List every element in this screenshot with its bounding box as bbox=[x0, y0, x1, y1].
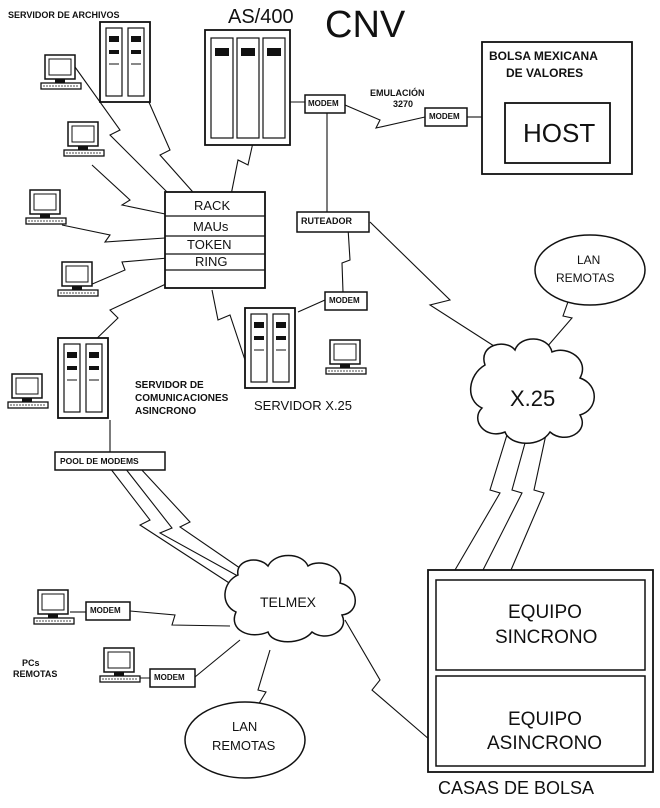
lan-top-label-2: REMOTAS bbox=[556, 271, 615, 285]
as400-icon bbox=[204, 29, 291, 146]
modem-pool-box bbox=[54, 451, 166, 471]
remote-pcs-label-1: PCs bbox=[22, 658, 40, 668]
async-label-2: ASINCRONO bbox=[487, 733, 603, 754]
file-server-label: SERVIDOR DE ARCHIVOS bbox=[8, 10, 120, 20]
pc-icon bbox=[63, 121, 105, 157]
x25-cloud-label: X.25 bbox=[510, 386, 556, 411]
modem-label: MODEM bbox=[154, 673, 185, 682]
async-server-label-1: SERVIDOR DE bbox=[135, 380, 204, 391]
lan-top-label-1: LAN bbox=[577, 253, 601, 267]
async-server-label-3: ASINCRONO bbox=[135, 406, 197, 417]
modem-box bbox=[149, 668, 196, 688]
remote-pc-icon bbox=[33, 589, 75, 625]
file-server-icon bbox=[99, 21, 151, 103]
x25-server-icon bbox=[244, 307, 296, 389]
pc-icon bbox=[7, 373, 49, 409]
modem-box bbox=[424, 107, 468, 127]
modem-box bbox=[324, 291, 368, 311]
remote-pcs-label-2: REMOTAS bbox=[13, 669, 58, 679]
async-label-1: EQUIPO bbox=[508, 709, 582, 730]
bmv-label-2: DE VALORES bbox=[506, 66, 584, 80]
modem-pool-label: POOL DE MODEMS bbox=[60, 456, 139, 466]
async-server-label-2: COMUNICACIONES bbox=[135, 393, 229, 404]
bmv-label-1: BOLSA MEXICANA bbox=[489, 49, 598, 63]
rack-icon bbox=[164, 191, 266, 289]
emulation-label-2: 3270 bbox=[393, 99, 414, 109]
token-label: TOKEN bbox=[187, 237, 232, 252]
async-server-icon bbox=[57, 337, 109, 419]
telmex-cloud bbox=[224, 554, 356, 643]
router-label: RUTEADOR bbox=[301, 216, 352, 226]
sync-label-2: SINCRONO bbox=[495, 627, 598, 648]
modem-label: MODEM bbox=[308, 99, 339, 108]
host-label: HOST bbox=[523, 118, 596, 148]
page-title: CNV bbox=[325, 4, 406, 46]
modem-label: MODEM bbox=[90, 606, 121, 615]
ring-label: RING bbox=[195, 254, 228, 269]
rack-label: RACK bbox=[194, 198, 231, 213]
sync-box bbox=[435, 579, 646, 671]
maus-label: MAUs bbox=[193, 219, 229, 234]
sync-label-1: EQUIPO bbox=[508, 602, 582, 623]
modem-label: MODEM bbox=[429, 112, 460, 121]
pc-icon bbox=[57, 261, 99, 297]
modem-box bbox=[304, 94, 346, 114]
pc-icon bbox=[40, 54, 82, 90]
pc-icon bbox=[325, 339, 367, 375]
brokers-title: CASAS DE BOLSA bbox=[438, 778, 595, 798]
modem-label: MODEM bbox=[329, 296, 360, 305]
emulation-label-1: EMULACIÓN bbox=[370, 88, 425, 98]
connection-lines bbox=[61, 59, 576, 741]
telmex-label: TELMEX bbox=[260, 594, 317, 610]
x25-server-label: SERVIDOR X.25 bbox=[254, 398, 353, 413]
pc-icon bbox=[25, 189, 67, 225]
async-box bbox=[435, 675, 646, 767]
lan-bottom-ellipse bbox=[184, 701, 306, 779]
remote-pc-icon bbox=[99, 647, 141, 683]
modem-box bbox=[85, 601, 131, 621]
lan-bottom-label-2: REMOTAS bbox=[212, 738, 276, 753]
lan-top-ellipse bbox=[534, 234, 646, 306]
router-box bbox=[296, 211, 370, 233]
lan-bottom-label-1: LAN bbox=[232, 719, 258, 734]
x25-cloud bbox=[470, 338, 595, 444]
as400-label: AS/400 bbox=[228, 6, 294, 28]
host-box bbox=[504, 102, 611, 164]
